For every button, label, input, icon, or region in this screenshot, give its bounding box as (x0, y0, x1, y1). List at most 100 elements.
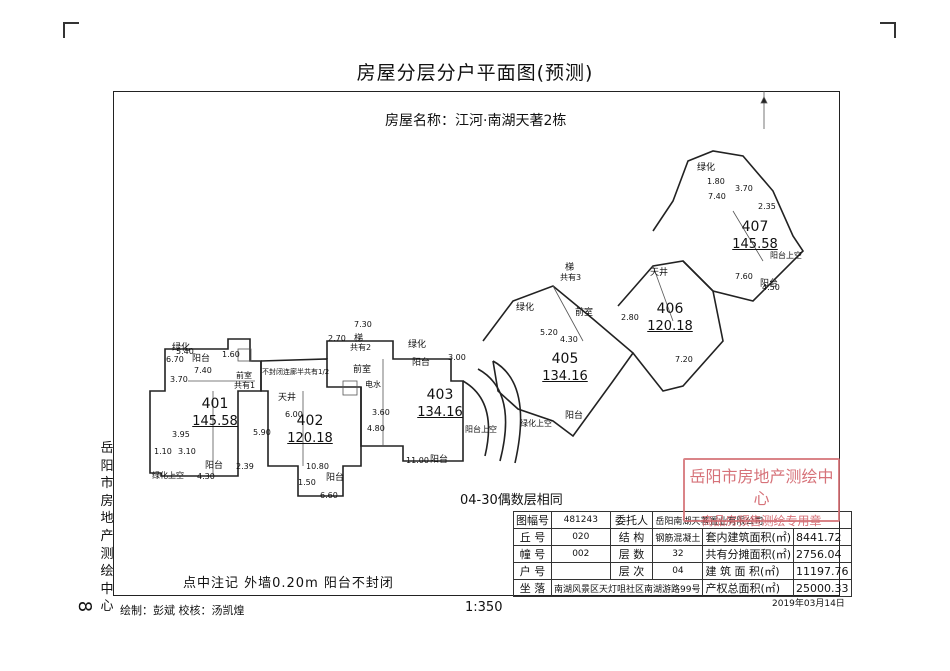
common-floor-note: 04-30偶数层相同 (460, 493, 563, 508)
table-label: 图幅号 (513, 511, 552, 529)
dim-label: 4.80 (367, 424, 385, 433)
table-value: 020 (551, 528, 611, 546)
table-label: 幢 号 (513, 545, 552, 563)
table-value: 481243 (551, 511, 611, 529)
dim-label: 6.00 (285, 410, 303, 419)
dim-label: 3.70 (170, 375, 188, 384)
unit-401: 401 145.58 (190, 395, 240, 431)
dim-label: 5.90 (253, 428, 271, 437)
page-title: 房屋分层分户平面图(预测) (356, 62, 594, 84)
table-value: 04 (652, 562, 704, 580)
date: 2019年03月14日 (772, 599, 845, 609)
table-label: 户 号 (513, 562, 552, 580)
building-name: 房屋名称：江河·南湖天著2栋 (385, 113, 567, 129)
dim-label: 2.80 (621, 313, 639, 322)
unit-area: 145.58 (192, 414, 238, 429)
side-char: 心 (100, 599, 114, 615)
unit-area: 145.58 (732, 237, 778, 252)
table-label: 坐 落 (513, 579, 552, 597)
room-label-yangtai-407: 阳台 (760, 279, 779, 289)
crop-mark (63, 22, 65, 38)
dim-label: 3.70 (735, 184, 753, 193)
room-label-lvhua: 绿化 (172, 343, 191, 353)
room-label-corridor: 不封闭连廊半共有1/2 (262, 368, 330, 376)
unit-area: 134.16 (542, 369, 588, 384)
room-label-yangtai-405: 阳台 (565, 411, 584, 421)
dim-label: 10.80 (306, 462, 329, 471)
unit-number: 403 (426, 387, 454, 403)
side-char: 地 (100, 511, 114, 527)
room-label-tianjing: 天井 (278, 393, 297, 403)
table-label: 委托人 (609, 511, 654, 529)
room-label-tijing: 梯 (354, 334, 364, 344)
room-label-lvhua-shangkong-405: 绿化上空 (520, 419, 552, 428)
footnote: 点中注记 外墙0.20m 阳台不封闭 (183, 576, 394, 591)
room-label-yangtai-shangkong-407: 阳台上空 (770, 251, 802, 260)
drawing-frame (113, 91, 840, 596)
dim-label: 3.00 (448, 353, 466, 362)
side-char: 测 (100, 546, 114, 562)
info-table: 图幅号 481243 委托人 岳阳南湖天著置业有限公司 丘 号 020 结 构 … (513, 511, 852, 597)
stamp-line: 商品房预售测绘专用章 (701, 514, 822, 528)
unit-number: 407 (741, 219, 769, 235)
table-value: 002 (551, 545, 611, 563)
table-value: 11197.76 (793, 562, 852, 580)
scale: 1:350 (465, 600, 503, 615)
table-value: 32 (652, 545, 704, 563)
dim-label: 5.20 (540, 328, 558, 337)
table-label: 丘 号 (513, 528, 552, 546)
side-char: 市 (100, 476, 114, 492)
unit-area: 120.18 (647, 319, 693, 334)
room-label-dianshui: 电水 (365, 380, 381, 389)
table-label: 结 构 (609, 528, 654, 546)
dim-label: 7.30 (354, 320, 372, 329)
room-label-lvhua-407: 绿化 (697, 163, 716, 173)
table-row: 幢 号 002 层 数 32 共有分摊面积(㎡) 2756.04 (513, 545, 852, 563)
table-label: 产权总面积(㎡) (702, 579, 795, 597)
room-label-gongyou3: 共有3 (560, 273, 582, 282)
unit-area: 134.16 (417, 405, 463, 420)
side-organization: 岳 阳 市 房 地 产 测 绘 中 心 (96, 440, 118, 616)
room-label-yangtai-401: 阳台 (205, 461, 224, 471)
dim-label: 2.35 (758, 202, 776, 211)
room-label-lvhua-shangkong: 绿化上空 (152, 471, 184, 480)
floor-plan (149, 91, 805, 497)
side-char: 岳 (100, 441, 114, 456)
room-label-yangtai: 阳台 (192, 354, 211, 364)
unit-number: 401 (201, 396, 229, 412)
room-label-yangtai-402: 阳台 (326, 473, 345, 483)
table-label: 建 筑 面 积(㎡) (702, 562, 795, 580)
dim-label: 4.30 (197, 472, 215, 481)
side-char: 阳 (100, 458, 114, 474)
room-label-qianshi-2: 前室 (353, 365, 372, 375)
side-char: 中 (100, 581, 114, 597)
page-number: 8 (74, 600, 96, 613)
dim-label: 1.60 (222, 350, 240, 359)
room-label-tianjing-406: 天井 (650, 268, 669, 278)
room-label-gongyou1: 共有1 (234, 381, 256, 390)
room-label-yangtai-403: 阳台 (412, 358, 431, 368)
room-label-lvhua-403: 绿化 (408, 340, 427, 350)
unit-area: 120.18 (287, 431, 333, 446)
table-label: 层 次 (609, 562, 654, 580)
room-label-qianshi: 前室 (236, 371, 252, 380)
unit-405: 405 134.16 (540, 350, 590, 386)
unit-number: 402 (296, 413, 324, 429)
dim-label: 3.60 (372, 408, 390, 417)
dim-label: 1.50 (298, 478, 316, 487)
table-row: 丘 号 020 结 构 钢筋混凝土 套内建筑面积(㎡) 8441.72 (513, 528, 852, 546)
side-char: 房 (100, 493, 114, 509)
dim-label: 11.00 (406, 456, 429, 465)
official-stamp: 岳阳市房地产测绘中心 商品房预售测绘专用章 (683, 458, 840, 528)
dim-label: 7.40 (708, 192, 726, 201)
table-label: 共有分摊面积(㎡) (702, 545, 795, 563)
room-label-yangtai-403b: 阳台 (430, 455, 449, 465)
crop-mark (63, 22, 79, 24)
table-row: 坐 落 南湖风景区天灯咀社区南湖游路99号 产权总面积(㎡) 25000.33 (513, 579, 852, 597)
table-value: 南湖风景区天灯咀社区南湖游路99号 (550, 579, 704, 597)
dim-label: 4.30 (560, 335, 578, 344)
side-char: 产 (100, 528, 114, 544)
dim-label: 3.10 (178, 447, 196, 456)
unit-number: 405 (551, 351, 579, 367)
dim-label: 7.40 (194, 366, 212, 375)
